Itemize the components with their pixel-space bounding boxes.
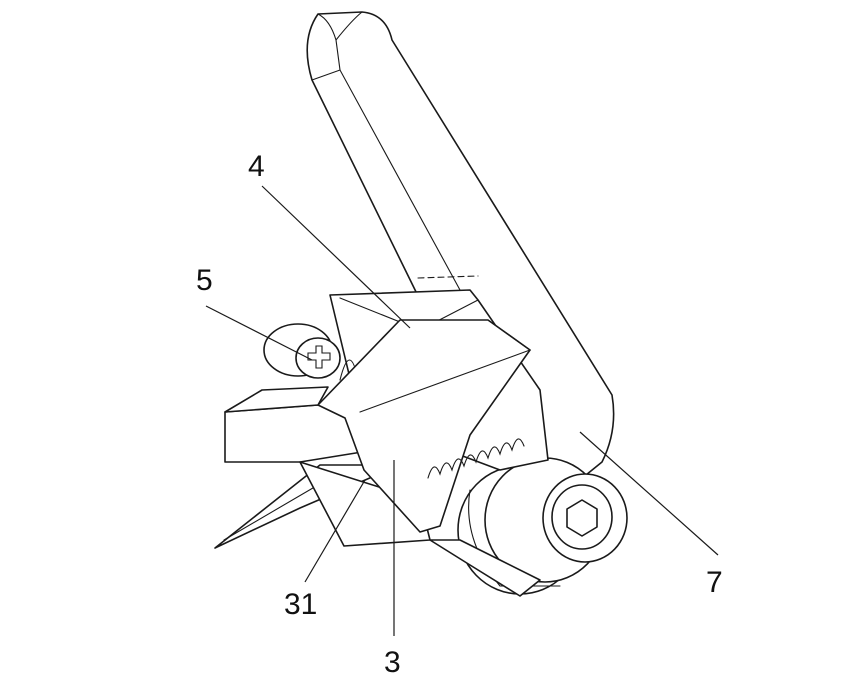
lever-arm-dash — [417, 275, 479, 279]
callout-3: 3 — [384, 646, 401, 679]
carriage-left-top — [224, 386, 329, 413]
leader-4 — [261, 185, 411, 329]
lever-arm-body — [306, 11, 615, 497]
lever-arm-edge-2 — [335, 11, 363, 41]
leader-lines — [205, 185, 719, 636]
callout-5: 5 — [196, 264, 213, 297]
side-spring-coils — [427, 438, 525, 479]
callout-labels: 4 5 31 3 7 — [196, 150, 723, 679]
lever-arm — [306, 11, 615, 497]
leader-5 — [205, 305, 313, 361]
carriage-bottom — [429, 539, 541, 597]
leader-7 — [579, 431, 719, 556]
pivot-assembly — [457, 457, 628, 595]
callout-4: 4 — [248, 150, 265, 183]
lever-arm-edge-3 — [311, 69, 461, 291]
screw-cross-icon — [307, 345, 331, 369]
side-spring — [427, 438, 525, 479]
carriage-frame-3 — [224, 319, 541, 597]
callout-31: 31 — [284, 588, 317, 621]
leader-31 — [304, 479, 366, 583]
callout-7: 7 — [706, 566, 723, 599]
hex-socket-icon — [566, 499, 598, 537]
blade-edge — [223, 477, 331, 541]
screw-5 — [295, 337, 341, 379]
screw-head — [295, 337, 341, 379]
carriage-front-edge — [359, 319, 532, 413]
